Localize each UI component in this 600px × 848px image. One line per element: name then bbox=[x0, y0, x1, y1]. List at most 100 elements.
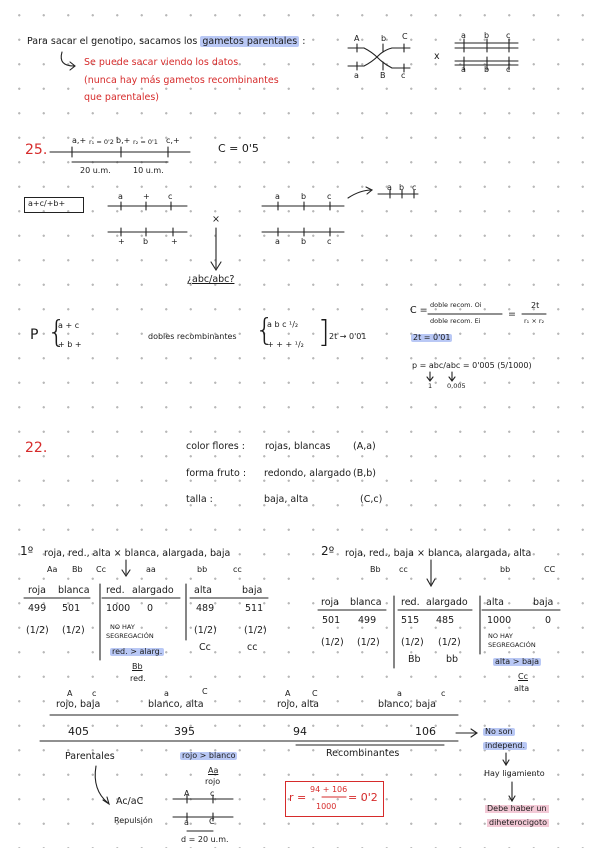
problem-22-number: 22. bbox=[25, 440, 48, 456]
intro-note-1: Se puede sacar viendo los datos bbox=[84, 57, 239, 68]
intro-text: Para sacar el genotipo, sacamos los game… bbox=[27, 36, 305, 47]
p25-arrow-val: 2t → 0'01 bbox=[329, 332, 367, 341]
sum-h4-g2: c bbox=[441, 689, 446, 698]
p25-P: P bbox=[30, 327, 39, 343]
p25-chrom-bot-plus2: + bbox=[171, 237, 178, 246]
sum-acac: Ac/aC bbox=[116, 796, 144, 807]
crossover-diagram bbox=[347, 43, 411, 73]
cross2-v-red: 515 bbox=[401, 615, 420, 626]
cross1-table-lines bbox=[23, 559, 269, 661]
cross2-dom-phenotype: alta bbox=[514, 684, 530, 693]
p25-P-top: a + c bbox=[58, 321, 80, 330]
p25-p-eq: p = abc/abc = 0'005 (5/1000) bbox=[412, 361, 532, 370]
p25-dist-1: 20 u.m. bbox=[80, 166, 111, 175]
p25-chrom-bot-b: b bbox=[143, 237, 149, 246]
cross1-g3: Cc bbox=[96, 565, 106, 574]
p25-chrom-top-plus: + bbox=[143, 192, 150, 201]
sum-h3-g1: A bbox=[285, 689, 291, 698]
p25-question: ¿abc/abc? bbox=[187, 274, 235, 285]
r-denominator: 1000 bbox=[316, 802, 337, 811]
cross1-number: 1º bbox=[20, 544, 34, 558]
sum-distance: d = 20 u.m. bbox=[181, 835, 229, 844]
cross2-g4: CC bbox=[544, 565, 556, 574]
intro-cross-top-b: b bbox=[381, 34, 387, 43]
cross1-h-roja: roja bbox=[28, 585, 46, 596]
p25-p-sub1: 1 bbox=[428, 382, 433, 390]
cross2-g2: cc bbox=[399, 565, 408, 574]
problem-25-number: 25. bbox=[25, 142, 48, 158]
p25-genotype-box bbox=[24, 197, 84, 213]
p25-res-bot-c: c bbox=[327, 237, 332, 246]
sum-h2-g2: C bbox=[202, 687, 208, 696]
intro-right-bot-c: c bbox=[506, 65, 511, 74]
intro-cross-top-c: C bbox=[402, 32, 408, 41]
intro-highlight: gametos parentales bbox=[200, 36, 300, 47]
cross1-v-blanca: 501 bbox=[62, 603, 81, 614]
cross2-gb2: bb bbox=[446, 654, 459, 665]
p25-res-top-a: a bbox=[275, 192, 280, 201]
cross1-g4: aa bbox=[146, 565, 156, 574]
p22-alleles-3: (C,c) bbox=[360, 494, 383, 505]
cross1-g2: Bb bbox=[72, 565, 83, 574]
cross1-v-baja: 511 bbox=[245, 603, 264, 614]
cross1-v-red: 1000 bbox=[106, 603, 131, 614]
p25-res-bot-b: b bbox=[301, 237, 307, 246]
cross1-title: roja, red., alta × blanca, alargada, baj… bbox=[44, 548, 231, 559]
sum-chr-bot-a: a bbox=[184, 818, 189, 827]
p22-label-3: talla : bbox=[186, 494, 213, 505]
cross1-h-blanca: blanca bbox=[58, 585, 90, 596]
intro-text-a: Para sacar el genotipo, sacamos los bbox=[27, 36, 198, 47]
p25-marker-3: c,+ bbox=[166, 136, 180, 145]
sum-chr-bot-C: C bbox=[209, 817, 215, 826]
sum-rb-genotype: Aa bbox=[208, 766, 219, 775]
intro-cross-bot-c: c bbox=[401, 71, 406, 80]
sum-h1: rojo, baja bbox=[56, 699, 101, 710]
cross1-h-baja: baja bbox=[242, 585, 263, 596]
p25-r1: r₁ = 0'2 bbox=[89, 138, 114, 146]
cross2-h-baja: baja bbox=[533, 597, 554, 608]
r-result: = 0'2 bbox=[348, 791, 378, 804]
cross2-g3: bb bbox=[500, 565, 511, 574]
p22-alleles-1: (A,a) bbox=[353, 441, 376, 452]
intro-cross-bot-b: B bbox=[380, 71, 386, 80]
cross1-h-alta: alta bbox=[194, 585, 213, 596]
cross1-gc2: cc bbox=[247, 642, 258, 653]
p22-value-1: rojas, blancas bbox=[265, 441, 331, 452]
cross1-v-alargado: 0 bbox=[147, 603, 154, 614]
cross2-table-lines bbox=[317, 559, 561, 669]
r-formula-box bbox=[285, 781, 384, 817]
sum-repulsion: Repulsión bbox=[114, 816, 153, 825]
intro-cross-bot-a: a bbox=[354, 71, 359, 80]
sum-h1-g2: c bbox=[92, 689, 97, 698]
p25-C-num: doble recom. Oi bbox=[430, 301, 482, 309]
p25-marker-2: b,+ bbox=[116, 136, 131, 145]
cross2-f2: (1/2) bbox=[357, 637, 380, 648]
cross1-h-red: red. bbox=[106, 585, 125, 596]
p25-C-highlight: 2t = 0'01 bbox=[411, 333, 453, 342]
sum-conc-2: independ. bbox=[483, 741, 527, 750]
sum-conc-4: Debe haber un bbox=[485, 804, 549, 813]
p25-chrom-top-c: c bbox=[168, 192, 173, 201]
p25-P-bot: + b + bbox=[58, 340, 82, 349]
sum-conc-5: diheterocigoto bbox=[487, 818, 549, 827]
summary-lines bbox=[39, 714, 516, 832]
sum-v3: 94 bbox=[293, 725, 307, 738]
cross1-f2: (1/2) bbox=[62, 625, 85, 636]
p22-label-1: color flores : bbox=[186, 441, 245, 452]
p25-times: × bbox=[212, 214, 220, 225]
p25-res-top-b: b bbox=[301, 192, 307, 201]
p22-value-2: redondo, alargado bbox=[264, 468, 352, 479]
cross2-h-roja: roja bbox=[321, 597, 339, 608]
cross2-gb1: Bb bbox=[408, 654, 421, 665]
p25-C-den: doble recom. Ei bbox=[430, 317, 481, 325]
cross1-f4: (1/2) bbox=[244, 625, 267, 636]
sum-h3-g2: C bbox=[312, 689, 318, 698]
cross2-segregacion: SEGREGACIÓN bbox=[488, 641, 536, 649]
cross1-segregacion: SEGREGACIÓN bbox=[106, 632, 154, 640]
sum-v4: 106 bbox=[415, 725, 436, 738]
p25-chrom-top-a: a bbox=[118, 192, 123, 201]
p22-value-3: baja, alta bbox=[264, 494, 309, 505]
p25-res-top-c: c bbox=[327, 192, 332, 201]
p25-bracket: ] bbox=[318, 315, 330, 350]
p25-gam-b: b bbox=[399, 183, 405, 192]
